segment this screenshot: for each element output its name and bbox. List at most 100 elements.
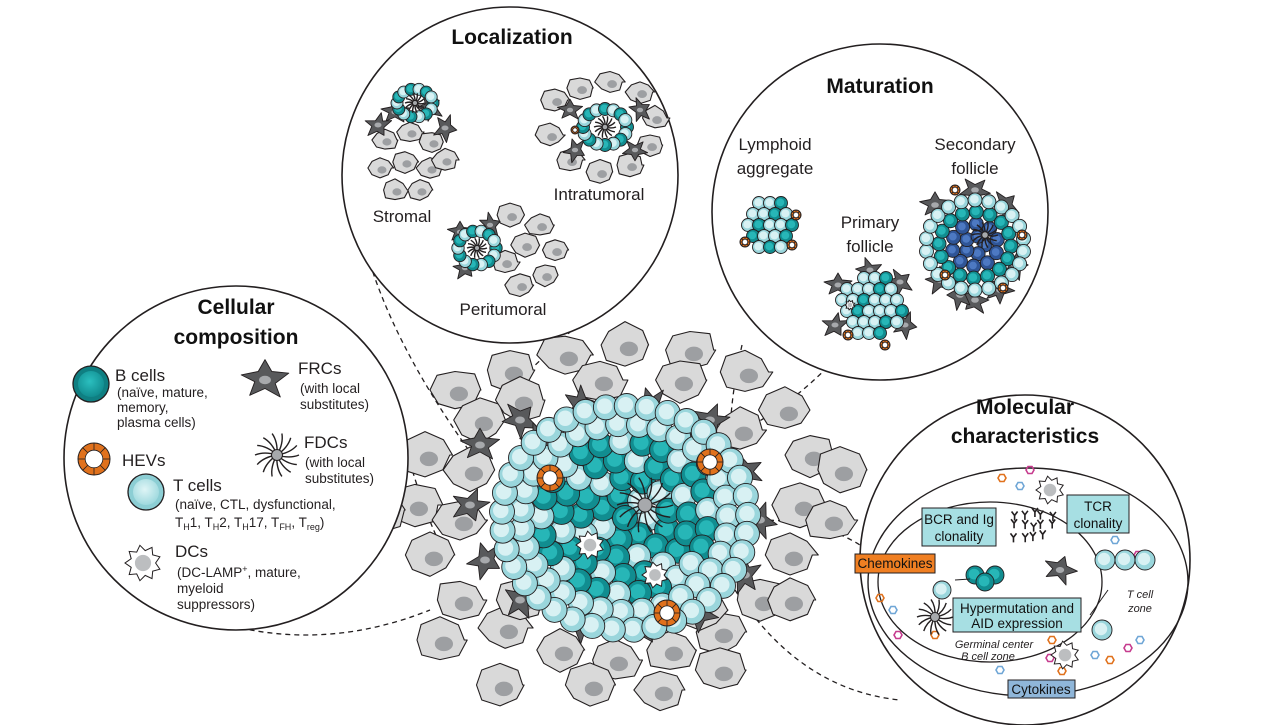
stromal-nucleus xyxy=(794,501,814,517)
hev-cell-border xyxy=(1004,289,1007,292)
arrow xyxy=(954,578,971,581)
b-cell-nucleus xyxy=(630,584,646,600)
stromal-nucleus xyxy=(647,143,657,152)
b-cell-nucleus xyxy=(572,444,588,460)
hev-cell-border xyxy=(82,464,89,471)
germinal-cell-nucleus xyxy=(969,261,977,270)
stromal-label: Stromal xyxy=(373,207,432,226)
svg-text:TCR: TCR xyxy=(1084,499,1112,514)
b-cell-nucleus xyxy=(534,526,550,542)
t-cell-nucleus xyxy=(1137,552,1151,566)
frc-nucleus xyxy=(475,441,485,449)
b-cell-nucleus xyxy=(659,501,675,517)
cytokine-molecule xyxy=(1123,643,1133,653)
primary-follicle-icon xyxy=(821,257,918,351)
t-cell-nucleus xyxy=(892,317,901,326)
t-cell-nucleus xyxy=(493,521,510,538)
t-cell-nucleus xyxy=(716,488,733,505)
hev-cell-border xyxy=(576,131,579,134)
t-cell-nucleus xyxy=(864,306,873,315)
hev-cell-border xyxy=(956,191,959,194)
secondary-follicle-icon xyxy=(919,178,1031,314)
fdc-body xyxy=(981,231,989,239)
cytokine-molecule xyxy=(1135,635,1145,645)
t-cell-nucleus xyxy=(870,295,879,304)
hev-cell-border xyxy=(797,216,800,219)
frcs-label: FRCs xyxy=(298,359,341,378)
t-cell-nucleus xyxy=(532,507,548,523)
frc-nucleus xyxy=(1055,567,1065,573)
germinal-cell-nucleus xyxy=(962,235,971,243)
fdcs-desc-1: (with local xyxy=(305,455,365,470)
cellular-title-2: composition xyxy=(174,326,299,349)
hev-cell-border xyxy=(1004,284,1007,287)
hev-cell-border xyxy=(554,468,560,474)
t-cell-nucleus xyxy=(725,560,741,577)
hev-cell-border xyxy=(571,131,574,134)
hev-lumen xyxy=(941,271,949,279)
t-cell-nucleus xyxy=(932,269,942,279)
hev-cell-border xyxy=(1018,236,1021,239)
stromal-nucleus xyxy=(597,170,607,179)
b-cell-nucleus xyxy=(875,328,884,337)
hev-cell-border xyxy=(714,466,720,472)
t-cell-nucleus xyxy=(970,194,979,204)
t-cell-nucleus xyxy=(719,507,735,523)
antibody xyxy=(1010,518,1018,529)
t-cell-nucleus xyxy=(699,501,715,517)
t-cell-nucleus xyxy=(609,415,625,431)
dcs-label: DCs xyxy=(175,542,208,561)
stromal-nucleus xyxy=(577,86,587,95)
stromal-nucleus xyxy=(804,451,824,467)
b-cell-nucleus xyxy=(694,482,710,498)
stromal-nucleus xyxy=(409,501,428,517)
b-cell-nucleus xyxy=(668,541,684,557)
hev-cell-border xyxy=(941,276,944,279)
b-cell-nucleus xyxy=(468,227,476,235)
t-cell-nucleus xyxy=(711,544,728,561)
b-cell-nucleus xyxy=(985,209,994,219)
antibody xyxy=(1048,519,1056,529)
cytokine-molecule xyxy=(1025,465,1035,475)
t-cell-nucleus xyxy=(1006,269,1016,279)
t-cell-nucleus xyxy=(1018,246,1028,256)
frc-icon xyxy=(240,359,290,398)
antibody xyxy=(1021,510,1029,520)
b-cell-nucleus xyxy=(897,306,906,315)
t-cells-label: T cells xyxy=(173,476,222,495)
t-cell-nucleus xyxy=(969,285,979,294)
t-cell-nucleus xyxy=(925,258,935,268)
dc-nucleus xyxy=(1043,483,1057,497)
stromal-nucleus xyxy=(424,551,443,567)
stromal-nucleus xyxy=(609,656,629,672)
hev-lumen xyxy=(881,341,889,349)
germinal-cell-nucleus xyxy=(991,248,1000,256)
dc-nucleus xyxy=(847,302,853,308)
hev-cell-border xyxy=(540,482,546,488)
hev-cell-border xyxy=(946,276,949,279)
intratumoral-label: Intratumoral xyxy=(554,185,645,204)
t-cell-nucleus xyxy=(921,233,931,243)
hev-lumen xyxy=(844,331,852,339)
svg-text:Hypermutation and: Hypermutation and xyxy=(960,601,1074,616)
t-cell-nucleus xyxy=(539,420,556,437)
cytokine-molecule xyxy=(893,630,903,640)
b-cell-nucleus xyxy=(955,270,964,279)
t-cell-nucleus xyxy=(620,115,629,124)
t-cell-nucleus xyxy=(781,209,790,218)
t-cell-nucleus xyxy=(674,486,691,503)
antibody xyxy=(1009,532,1018,543)
t-cell-nucleus xyxy=(517,538,534,555)
stromal-nucleus xyxy=(522,243,532,252)
t-cell-nucleus xyxy=(870,317,879,326)
stromal-nucleus xyxy=(434,636,453,652)
stromal-nucleus xyxy=(507,213,517,222)
chemokines-box: Chemokines xyxy=(854,553,936,574)
svg-text:clonality: clonality xyxy=(935,529,984,544)
stromal-nucleus xyxy=(584,681,604,697)
t-cell-nucleus xyxy=(765,220,774,229)
hev-cell-border xyxy=(788,241,791,244)
hev-lumen xyxy=(788,241,796,249)
hypermutation-box: Hypermutation and AID expression xyxy=(952,597,1082,633)
t-cell-nucleus xyxy=(765,198,774,207)
